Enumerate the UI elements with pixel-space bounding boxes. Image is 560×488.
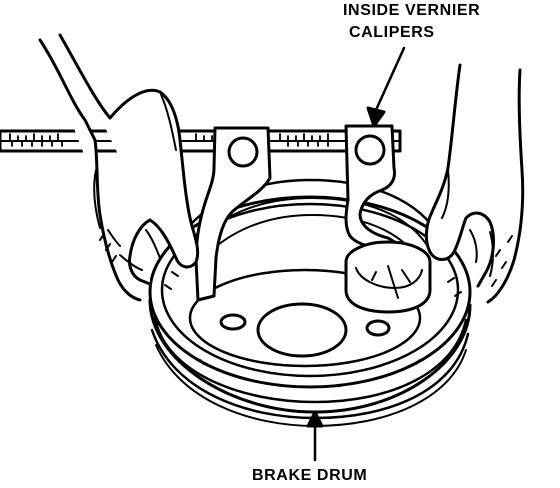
left-jaw-screw xyxy=(227,136,259,168)
left-hand-shading xyxy=(93,169,117,263)
drum-rim-hatching xyxy=(164,271,462,365)
caliper-beam xyxy=(0,129,402,153)
drum-rim-lip xyxy=(160,202,460,378)
caliper-scale-ticks-lower xyxy=(11,140,329,147)
left-jaw-body xyxy=(194,126,272,302)
drum-bolt-hole-right xyxy=(365,319,391,337)
drum-outer-rim xyxy=(148,195,472,389)
caliper-right-jaw xyxy=(344,124,432,314)
calipers-label: INSIDE VERNIER CALIPERS xyxy=(343,3,480,47)
calipers-arrowhead xyxy=(366,106,386,128)
caliper-scale-ticks xyxy=(9,133,329,142)
calipers-label-line1: INSIDE VERNIER xyxy=(343,2,481,19)
right-hand-outline xyxy=(424,63,525,304)
calipers-label-line2: CALIPERS xyxy=(349,24,435,41)
right-jaw-body xyxy=(344,124,400,252)
left-hand-finger-lines xyxy=(107,91,177,271)
left-hand xyxy=(38,33,200,302)
drum-inner-wall-3 xyxy=(199,214,419,263)
drum-hub-face xyxy=(188,268,422,368)
right-hand xyxy=(424,63,525,304)
brake-drum-label: BRAKE DRUM xyxy=(252,467,368,484)
drum-bolt-hole-left xyxy=(219,313,247,331)
drum-flange-band-1 xyxy=(153,316,468,404)
right-jaw-screw xyxy=(354,134,386,166)
brake-drum xyxy=(148,178,472,427)
drum-center-bore xyxy=(256,302,348,358)
callout-arrows xyxy=(306,46,406,462)
caliper-left-jaw xyxy=(194,126,272,302)
right-hand-finger-lines xyxy=(441,169,494,277)
right-jaw-ring-inner xyxy=(355,265,423,299)
right-hand-shading xyxy=(491,235,513,287)
calipers-leader-line xyxy=(374,46,406,112)
drum-arrowhead xyxy=(306,410,324,428)
left-hand-outline xyxy=(38,33,200,302)
